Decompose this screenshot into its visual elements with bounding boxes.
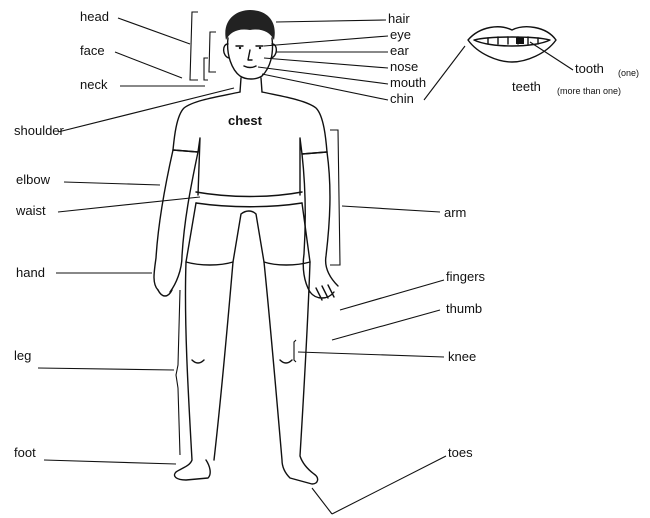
arm-bracket [330, 130, 340, 265]
label-ear: ear [390, 44, 409, 58]
human-figure [154, 10, 338, 484]
face-bracket [209, 32, 216, 72]
right-arm [302, 152, 338, 292]
right-leg [264, 262, 318, 484]
label-leg: leg [14, 349, 31, 363]
sleeve-hems [173, 150, 327, 154]
label-nose: nose [390, 60, 418, 74]
mouth-shape [244, 66, 256, 68]
label-chest: chest [228, 114, 262, 128]
label-tooth-note: (one) [618, 66, 639, 80]
label-neck: neck [80, 78, 107, 92]
label-waist: waist [16, 204, 46, 218]
label-arm: arm [444, 206, 466, 220]
left-arm [154, 150, 198, 292]
waistband [196, 192, 302, 207]
label-foot: foot [14, 446, 36, 460]
knee-bracket [294, 340, 296, 362]
mouth-inset [468, 27, 556, 62]
label-face: face [80, 44, 105, 58]
left-hand [158, 290, 172, 296]
head-bracket [190, 12, 198, 80]
leader-lines [38, 18, 573, 514]
right-hand-fingers [310, 285, 334, 300]
label-eye: eye [390, 28, 411, 42]
label-head: head [80, 10, 109, 24]
neck-bracket [204, 58, 208, 80]
leg-bracket [176, 290, 180, 455]
neck-shape [240, 78, 262, 92]
label-chin: chin [390, 92, 414, 106]
lips-outline [468, 27, 556, 62]
label-teeth-note: (more than one) [557, 84, 621, 98]
label-hair: hair [388, 12, 410, 26]
label-toes: toes [448, 446, 473, 460]
shorts-outline [186, 203, 310, 265]
label-fingers: fingers [446, 270, 485, 284]
left-leg [174, 262, 233, 480]
hair-shape [225, 10, 274, 40]
label-teeth: teeth [512, 80, 541, 94]
label-shoulder: shoulder [14, 124, 64, 138]
knee-marks [192, 360, 292, 363]
label-mouth: mouth [390, 76, 426, 90]
label-knee: knee [448, 350, 476, 364]
label-elbow: elbow [16, 173, 50, 187]
label-thumb: thumb [446, 302, 482, 316]
gap-tooth [516, 37, 524, 44]
nose-shape [248, 50, 252, 60]
label-tooth: tooth [575, 62, 604, 76]
label-hand: hand [16, 266, 45, 280]
